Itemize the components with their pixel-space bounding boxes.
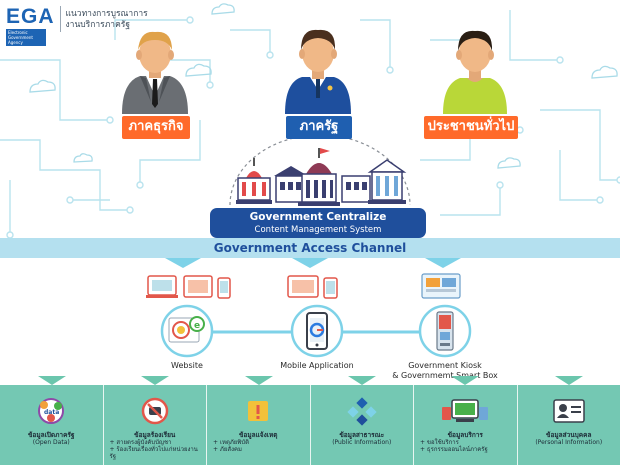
government-buildings-icon — [236, 148, 407, 206]
service-public-info: ข้อมูลสาธารณะ (Public Information) — [311, 385, 414, 465]
service-icon — [442, 399, 489, 422]
arrow-down-service-1 — [38, 376, 66, 385]
service-public-info-title: ข้อมูลสาธารณะ — [339, 431, 385, 439]
service-alert-details: + เหตุภัยพิบัติ + ภัยสังคม — [213, 439, 249, 453]
cms-title: Government Centralize — [249, 211, 387, 223]
svg-text:e: e — [194, 321, 200, 331]
channel-label-website: Website — [171, 361, 203, 370]
ega-logo: EGA — [6, 5, 55, 28]
service-complaint-details: + สายตรงผู้บังคับบัญชา + ร้องเรียนเรื่อง… — [109, 439, 198, 460]
kiosk-icon — [418, 304, 472, 358]
service-open-data-subtitle: (Open Data) — [32, 439, 70, 446]
service-personal-info: ข้อมูลส่วนบุคคล (Personal Information) — [518, 385, 620, 465]
website-devices-icon — [146, 275, 231, 299]
service-complaint: ข้อมูลร้องเรียน + สายตรงผู้บังคับบัญชา +… — [104, 385, 207, 465]
mobile-devices-icon — [287, 275, 338, 299]
arrow-down-service-6 — [555, 376, 583, 385]
role-label-government: ภาครัฐ — [286, 116, 352, 139]
service-alert: ข้อมูลแจ้งเหตุ + เหตุภัยพิบัติ + ภัยสังค… — [207, 385, 311, 465]
service-alert-title: ข้อมูลแจ้งเหตุ — [238, 431, 278, 439]
complaint-icon — [141, 397, 168, 425]
arrow-down-service-3 — [245, 376, 273, 385]
brand-tagline: แนวทางการบูรณาการ งานบริการภาครัฐ — [65, 9, 148, 30]
arrow-down-mobile — [292, 258, 328, 268]
brand-divider — [59, 6, 61, 32]
open-data-icon: data — [38, 398, 65, 424]
alert-icon — [248, 401, 269, 421]
services-band: data ข้อมูลเปิดภาครัฐ (Open Data) ข้อมูล… — [0, 385, 620, 465]
service-public-info-subtitle: (Public Information) — [332, 439, 392, 446]
citizen-icon — [443, 30, 507, 114]
arrow-down-kiosk — [425, 258, 461, 268]
channel-label-mobile: Mobile Application — [280, 361, 354, 370]
service-services-details: + ขอใช้บริการ + ธุรกรรมออนไลน์ภาครัฐ — [420, 439, 488, 453]
arrow-down-service-4 — [348, 376, 376, 385]
public-info-icon — [347, 397, 377, 426]
service-services: ข้อมูลบริการ + ขอใช้บริการ + ธุรกรรมออนไ… — [414, 385, 518, 465]
cms-subtitle: Content Management System — [254, 225, 382, 235]
kiosk-devices-icon — [421, 273, 461, 299]
arrow-down-website — [165, 258, 201, 268]
role-label-business: ภาคธุรกิจ — [122, 116, 190, 139]
mobile-app-icon — [290, 304, 344, 358]
arrow-down-service-2 — [141, 376, 169, 385]
role-label-citizen: ประชาชนทั่วไป — [424, 116, 518, 139]
access-channel-band: Government Access Channel — [0, 238, 620, 258]
personal-info-icon — [553, 399, 585, 423]
service-complaint-title: ข้อมูลร้องเรียน — [134, 431, 176, 439]
service-personal-info-title: ข้อมูลส่วนบุคคล — [546, 431, 592, 439]
cms-box: Government Centralize Content Management… — [210, 208, 426, 238]
government-officer-icon — [285, 29, 351, 114]
svg-text:data: data — [44, 409, 59, 416]
service-personal-info-subtitle: (Personal Information) — [535, 439, 603, 446]
brand-header: EGA Electronic Government Agency แนวทางก… — [6, 6, 148, 46]
ega-logo-subtitle: Electronic Government Agency — [6, 29, 46, 46]
arrow-down-service-5 — [451, 376, 479, 385]
businessman-icon — [122, 31, 188, 114]
service-open-data-title: ข้อมูลเปิดภาครัฐ — [27, 431, 75, 439]
service-services-title: ข้อมูลบริการ — [447, 431, 483, 439]
channel-label-kiosk: Government Kiosk & Governmemt Smart Box — [392, 361, 498, 380]
website-icon: e — [160, 304, 214, 358]
service-open-data: data ข้อมูลเปิดภาครัฐ (Open Data) — [0, 385, 104, 465]
